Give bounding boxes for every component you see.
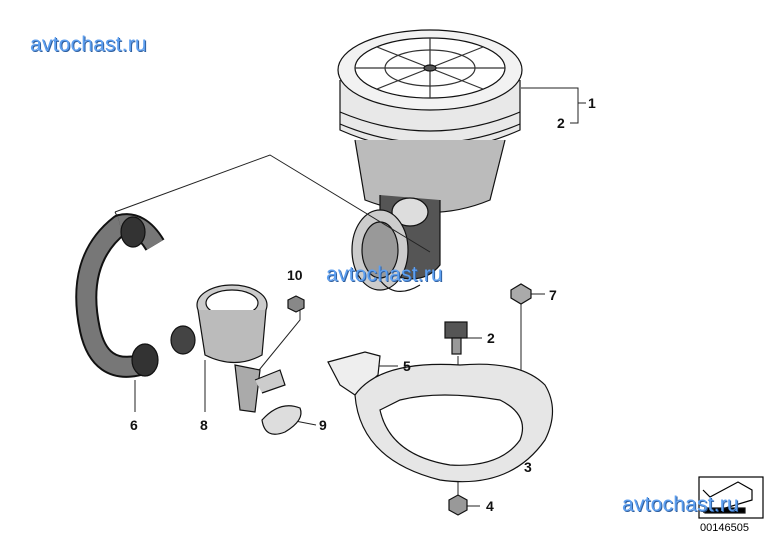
callout-3: 3 bbox=[524, 459, 532, 475]
air-pump bbox=[337, 29, 523, 292]
diagram-code: 00146505 bbox=[700, 522, 749, 534]
stud-bolt bbox=[444, 321, 468, 355]
watermark-center: avtochast.ru bbox=[326, 263, 443, 286]
nut-7 bbox=[510, 283, 532, 305]
hose bbox=[75, 213, 165, 378]
callout-7: 7 bbox=[549, 287, 557, 303]
diagram-icon bbox=[698, 476, 764, 519]
callout-10: 10 bbox=[287, 267, 303, 283]
watermark-bottom-right: avtochast.ru bbox=[622, 493, 739, 516]
nut-4 bbox=[448, 494, 468, 516]
callout-2-mid: 2 bbox=[487, 330, 495, 346]
callout-5: 5 bbox=[403, 358, 411, 374]
callout-1: 1 bbox=[588, 95, 596, 111]
callout-2-top: 2 bbox=[557, 115, 565, 131]
callout-9: 9 bbox=[319, 417, 327, 433]
gasket bbox=[261, 405, 302, 435]
nut-10 bbox=[287, 295, 305, 313]
watermark-top-left: avtochast.ru bbox=[30, 33, 147, 56]
callout-8: 8 bbox=[200, 417, 208, 433]
check-valve bbox=[170, 284, 286, 413]
callout-4: 4 bbox=[486, 498, 494, 514]
callout-6: 6 bbox=[130, 417, 138, 433]
